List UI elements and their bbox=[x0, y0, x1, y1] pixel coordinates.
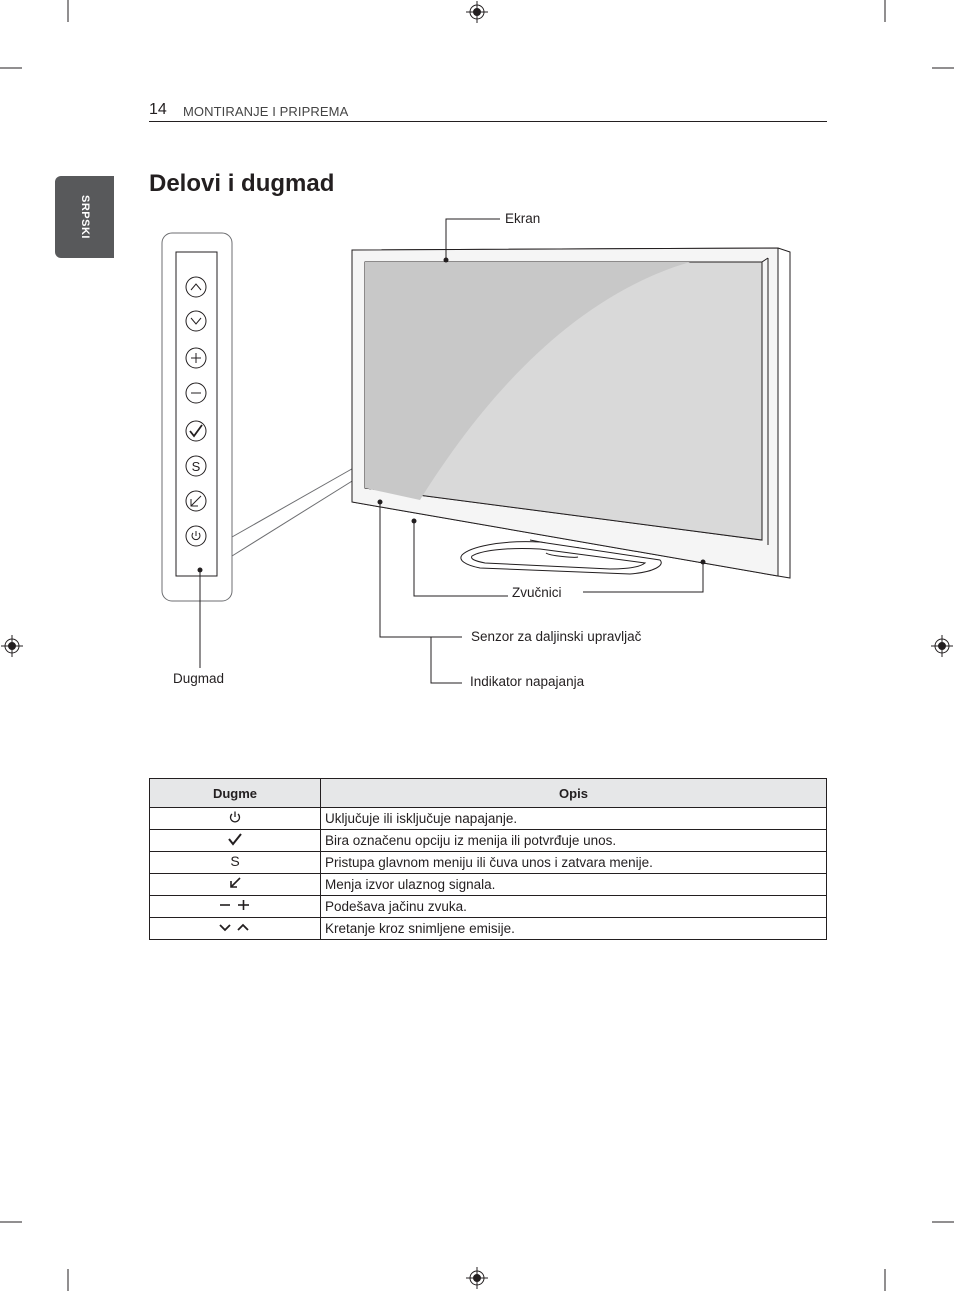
panel-settings-icon: S bbox=[185, 455, 207, 477]
svg-text:S: S bbox=[230, 854, 239, 868]
check-icon bbox=[228, 833, 242, 846]
table-cell-description: Menja izvor ulaznog signala. bbox=[320, 873, 827, 896]
header-divider bbox=[149, 121, 827, 122]
table-row: Kretanje kroz snimljene emisije. bbox=[149, 917, 827, 940]
registration-mark-bottom bbox=[466, 1267, 488, 1289]
table-header-row: Dugme Opis bbox=[149, 778, 827, 808]
tv-set bbox=[351, 247, 791, 579]
table-cell-description: Uključuje ili isključuje napajanje. bbox=[320, 807, 827, 830]
table-cell-description: Kretanje kroz snimljene emisije. bbox=[320, 917, 827, 940]
svg-text:S: S bbox=[192, 459, 201, 474]
page-number: 14 bbox=[149, 101, 167, 118]
table-cell-description: Podešava jačinu zvuka. bbox=[320, 895, 827, 918]
language-tab: SRPSKI bbox=[55, 176, 114, 258]
table-header-description: Opis bbox=[320, 778, 827, 808]
input-icon bbox=[230, 877, 241, 888]
power-icon bbox=[229, 811, 241, 823]
table-cell-description: Pristupa glavnom meniju ili čuva unos i … bbox=[320, 851, 827, 874]
table-header-button: Dugme bbox=[149, 778, 321, 808]
label-remote-sensor: Senzor za daljinski upravljač bbox=[471, 629, 642, 644]
table-row: Uključuje ili isključuje napajanje. bbox=[149, 807, 827, 830]
panel-minus-icon bbox=[185, 382, 207, 404]
registration-mark-top bbox=[466, 1, 488, 23]
table-cell-description: Bira označenu opciju iz menija ili potvr… bbox=[320, 829, 827, 852]
table-row: Podešava jačinu zvuka. bbox=[149, 895, 827, 918]
registration-mark-left bbox=[1, 635, 23, 657]
leader-lines bbox=[379, 218, 704, 684]
button-panel bbox=[161, 232, 358, 602]
registration-mark-right bbox=[931, 635, 953, 657]
panel-up-icon bbox=[185, 276, 207, 298]
panel-input-icon bbox=[185, 490, 207, 512]
label-screen: Ekran bbox=[505, 211, 541, 226]
label-speakers: Zvučnici bbox=[512, 585, 562, 600]
table-row: Menja izvor ulaznog signala. bbox=[149, 873, 827, 896]
page-title: Delovi i dugmad bbox=[149, 170, 335, 197]
settings-s-icon: S bbox=[230, 853, 239, 869]
section-title: MONTIRANJE I PRIPREMA bbox=[183, 104, 349, 119]
table-row: S Pristupa glavnom meniju ili čuva unos … bbox=[149, 851, 827, 874]
label-buttons: Dugmad bbox=[173, 671, 225, 686]
buttons-table: Dugme Opis Uključuje ili isključuje napa… bbox=[149, 778, 827, 940]
panel-power-icon bbox=[185, 525, 207, 547]
minus-plus-icon bbox=[220, 900, 249, 910]
table-row: Bira označenu opciju iz menija ili potvr… bbox=[149, 829, 827, 852]
panel-plus-icon bbox=[185, 347, 207, 369]
panel-buttons: S bbox=[185, 276, 207, 547]
panel-down-icon bbox=[185, 310, 207, 332]
chevron-down-up-icon bbox=[219, 923, 249, 932]
label-power-indicator: Indikator napajanja bbox=[470, 674, 585, 689]
panel-check-icon bbox=[185, 420, 207, 442]
